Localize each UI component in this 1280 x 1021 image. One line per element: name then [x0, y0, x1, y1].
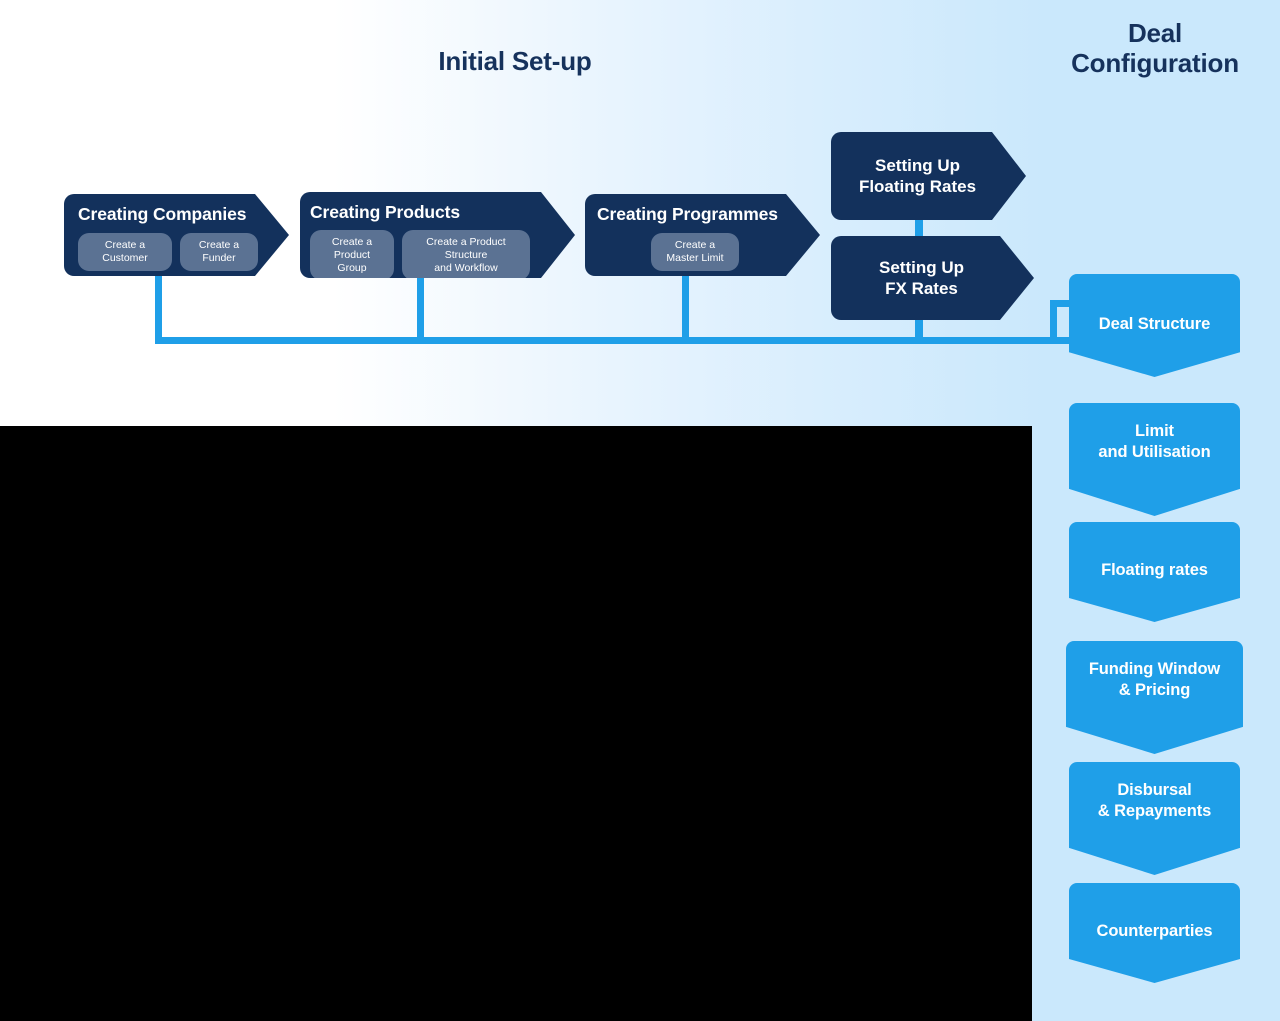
deal-config-label-counterparties: Counterparties: [1096, 922, 1213, 940]
step-create-a-customer[interactable]: Create a Customer: [78, 233, 172, 271]
stage-setting-up-fx-rates[interactable]: Setting Up FX Rates: [831, 236, 1034, 320]
step-create-a-product-group[interactable]: Create a Product Group: [310, 230, 394, 280]
connector-vertical-companies: [155, 276, 162, 344]
deal-config-item-floating-rates[interactable]: Floating rates: [1069, 522, 1240, 622]
stage-title-creating-products: Creating Products: [310, 202, 460, 222]
stage-setting-up-floating-rates[interactable]: Setting Up Floating Rates: [831, 132, 1026, 220]
stage-title-setting-up-fx-rates: Setting Up FX Rates: [879, 257, 964, 298]
deal-config-item-deal-structure[interactable]: Deal Structure: [1069, 274, 1240, 377]
page-title-deal-configuration: Deal Configuration: [1071, 18, 1239, 79]
stage-title-creating-companies: Creating Companies: [78, 204, 247, 224]
stage-creating-programmes[interactable]: Creating Programmes Create a Master Limi…: [585, 194, 820, 276]
connector-vertical-programmes: [682, 276, 689, 344]
step-create-a-funder[interactable]: Create a Funder: [180, 233, 258, 271]
step-create-a-master-limit[interactable]: Create a Master Limit: [651, 233, 739, 271]
page-title-initial-setup: Initial Set-up: [438, 46, 592, 76]
content-panel-placeholder: [0, 426, 1032, 1021]
deal-config-label-deal-structure: Deal Structure: [1098, 315, 1211, 333]
deal-config-item-counterparties[interactable]: Counterparties: [1069, 883, 1240, 983]
step-list-creating-products: Create a Product Group Create a Product …: [310, 230, 575, 280]
stage-title-creating-programmes: Creating Programmes: [597, 204, 778, 224]
connector-vertical-rates-lower: [915, 316, 923, 344]
stage-title-setting-up-floating-rates: Setting Up Floating Rates: [858, 155, 977, 196]
connector-rail-to-deal-structure: [1050, 300, 1080, 307]
connector-vertical-products: [417, 278, 424, 344]
deal-config-item-funding-window-and-pricing[interactable]: Funding Window & Pricing: [1066, 641, 1243, 754]
connector-horizontal-rail: [155, 337, 1115, 344]
deal-config-label-disbursal-and-repayments: Disbursal & Repayments: [1097, 781, 1212, 821]
step-create-a-product-structure-and-workflow[interactable]: Create a Product Structure and Workflow: [402, 230, 530, 280]
deal-config-item-limit-and-utilisation[interactable]: Limit and Utilisation: [1069, 403, 1240, 516]
stage-creating-products[interactable]: Creating Products Create a Product Group…: [300, 192, 575, 278]
connector-vertical-rail-riser: [1050, 300, 1057, 344]
deal-config-label-limit-and-utilisation: Limit and Utilisation: [1098, 422, 1211, 462]
step-list-creating-programmes: Create a Master Limit: [597, 233, 820, 271]
stage-creating-companies[interactable]: Creating Companies Create a Customer Cre…: [64, 194, 289, 276]
connector-vertical-rates-upper: [915, 216, 923, 240]
deal-config-label-floating-rates: Floating rates: [1101, 561, 1208, 579]
deal-config-label-funding-window-and-pricing: Funding Window & Pricing: [1088, 660, 1221, 700]
deal-config-item-disbursal-and-repayments[interactable]: Disbursal & Repayments: [1069, 762, 1240, 875]
step-list-creating-companies: Create a Customer Create a Funder: [78, 233, 289, 271]
